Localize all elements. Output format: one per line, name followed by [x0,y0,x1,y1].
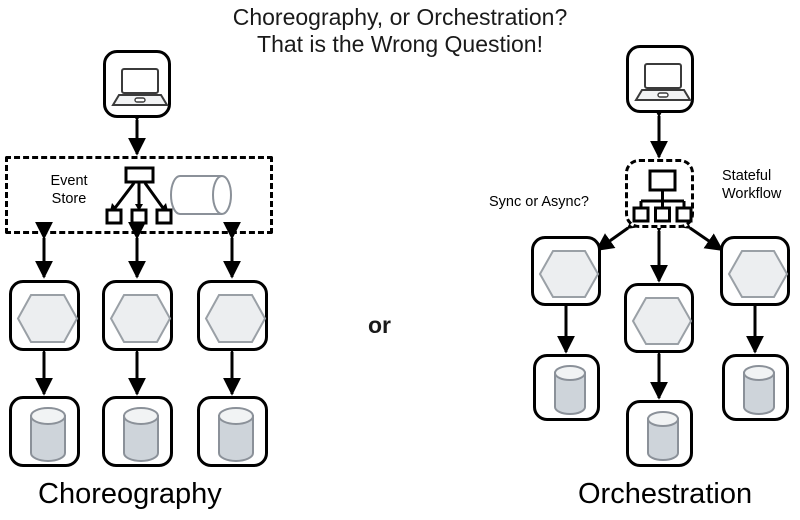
orchestrator-node[interactable] [625,159,694,228]
right-service-node-1[interactable] [531,236,601,306]
hexagon-service-icon [723,239,789,303]
right-database-node-3[interactable] [722,354,789,421]
right-database-node-2[interactable] [626,400,693,467]
page-title: Choreography, or Orchestration? That is … [232,4,568,57]
right-caption: Orchestration [578,478,753,510]
horizontal-cylinder-icon [170,172,232,218]
event-store-region[interactable] [5,156,273,234]
left-service-node-1[interactable] [9,280,80,351]
left-database-node-1[interactable] [9,396,80,467]
broadcast-fanout-icon [103,166,175,228]
sync-or-async-label: Sync or Async? [489,194,589,210]
hexagon-service-icon [200,283,267,348]
left-service-node-2[interactable] [102,280,173,351]
database-cylinder-icon [105,399,170,464]
right-database-node-1[interactable] [533,354,600,421]
right-service-node-2[interactable] [624,283,694,353]
org-chart-icon [628,162,693,225]
hexagon-service-icon [627,286,693,350]
right-service-node-3[interactable] [720,236,790,306]
left-client-node[interactable] [103,50,171,118]
laptop-icon [629,48,692,110]
database-cylinder-icon [200,399,265,464]
hexagon-service-icon [534,239,600,303]
left-database-node-3[interactable] [197,396,268,467]
database-cylinder-icon [536,357,597,418]
left-caption: Choreography [38,478,222,510]
hexagon-service-icon [12,283,79,348]
stateful-workflow-label: Stateful Workflow [722,168,782,202]
right-client-node[interactable] [626,45,694,113]
database-cylinder-icon [725,357,786,418]
left-database-node-2[interactable] [102,396,173,467]
database-cylinder-icon [629,403,690,464]
laptop-icon [106,53,169,115]
hexagon-service-icon [105,283,172,348]
database-cylinder-icon [12,399,77,464]
left-service-node-3[interactable] [197,280,268,351]
or-divider-label: or [368,312,391,338]
event-store-label: Event Store [50,173,88,207]
